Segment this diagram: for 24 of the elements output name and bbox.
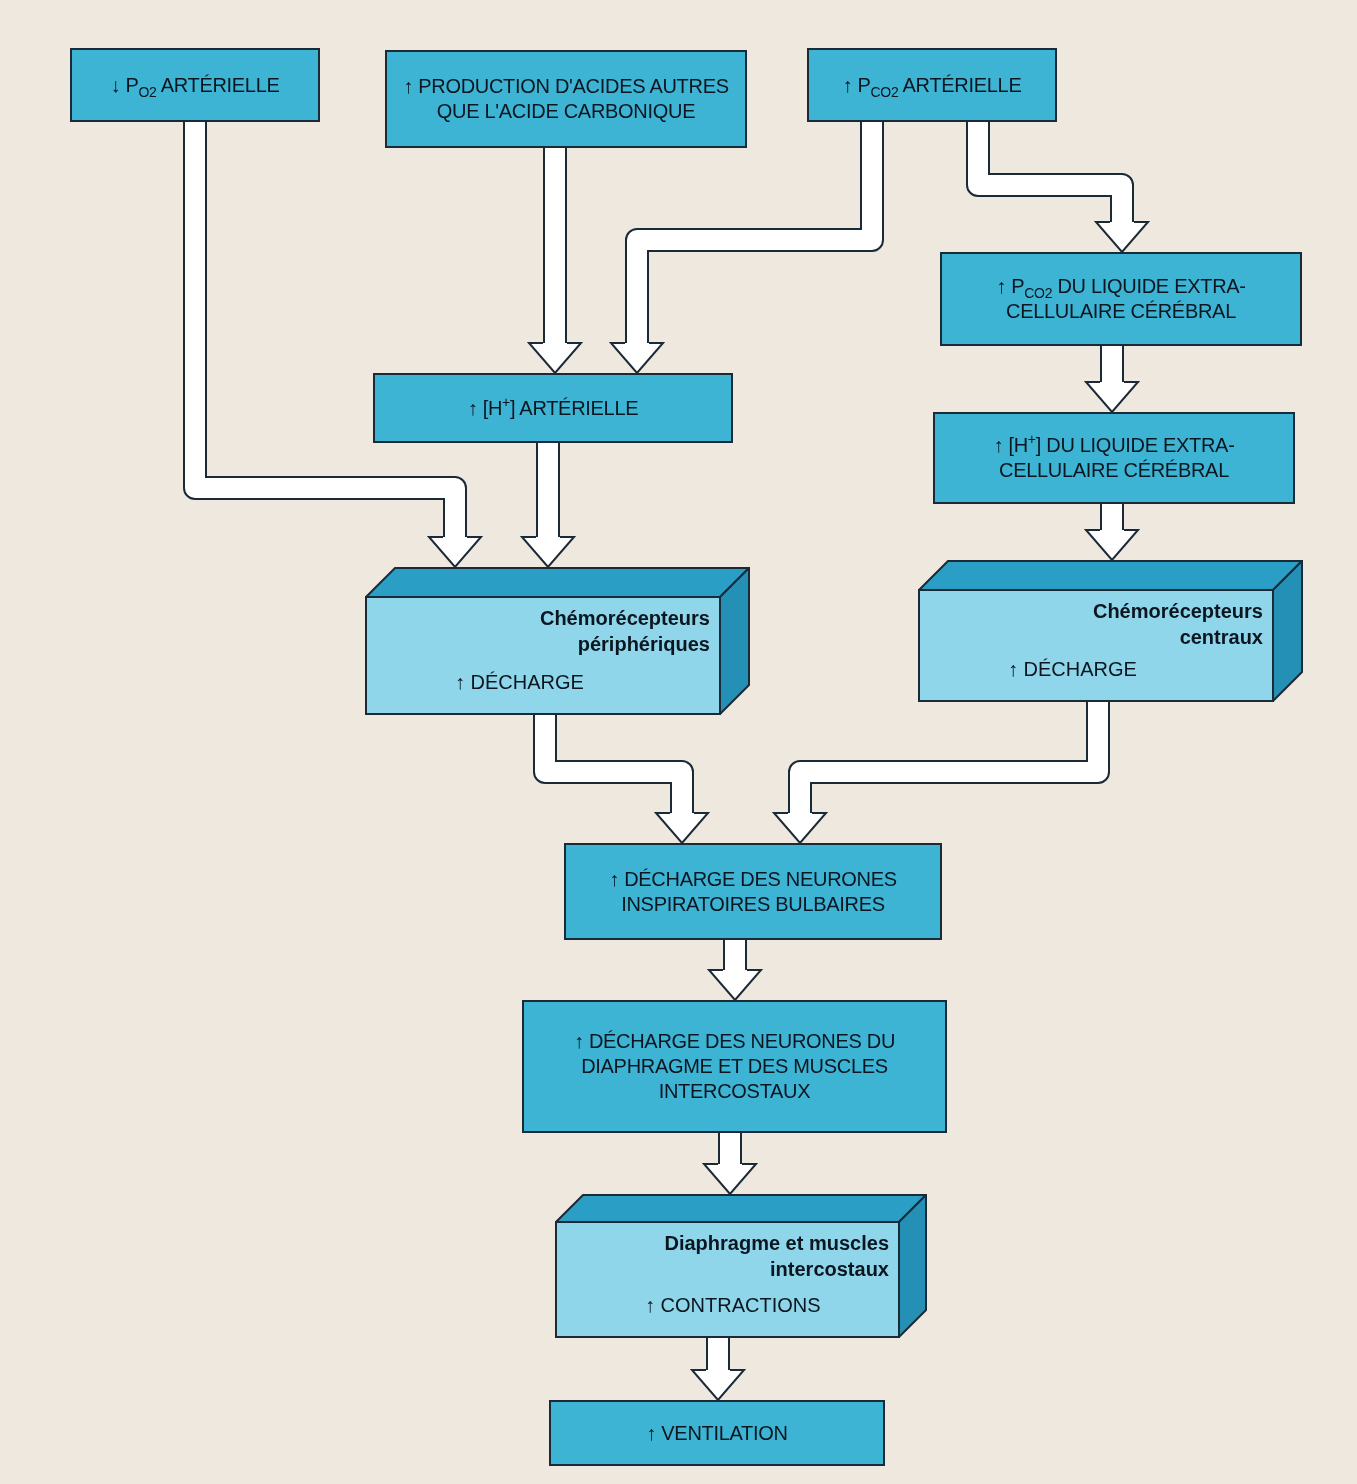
box-text: ↑ P$_{CO2}$ DU LIQUIDE EXTRA-CELLULAIRE CÉRÉBRAL [995, 274, 1247, 324]
box-text: ↓ P$_{O2}$ ARTÉRIELLE [110, 72, 280, 98]
box-text: ↑ PRODUCTION D'ACIDES AUTRES QUE L'ACIDE CARBONIQUE [402, 74, 730, 124]
process-box [940, 252, 1302, 346]
process-box [70, 48, 320, 122]
box-text: ↑ CONTRACTIONS [645, 1294, 821, 1317]
box-heading: Chémorécepteurs centraux [1091, 599, 1263, 650]
process-box [549, 1400, 885, 1466]
box-text: ↑ P$_{CO2}$ ARTÉRIELLE [842, 72, 1022, 98]
box-text: ↑ DÉCHARGE DES NEURONES INSPIRATOIRES BULBAIRES [608, 866, 898, 917]
box-text: ↑ [H$^{+}$] ARTÉRIELLE [467, 395, 639, 421]
box-text: ↑ DÉCHARGE [455, 671, 584, 694]
process-box [807, 48, 1057, 122]
process-box [933, 412, 1295, 504]
box-text: ↑ DÉCHARGE [1008, 658, 1137, 681]
process-box [564, 843, 942, 940]
process-box [522, 1000, 947, 1133]
box-heading: Chémorécepteurs périphériques [538, 606, 710, 657]
box-text: ↑ DÉCHARGE DES NEURONES DU DIAPHRAGME ET DES MUSCLES INTERCOSTAUX [572, 1029, 897, 1104]
box-text: ↑ [H$^{+}$] DU LIQUIDE EXTRA-CELLULAIRE CÉRÉBRAL [992, 433, 1236, 483]
process-box [373, 373, 733, 443]
box-heading: Diaphragme et muscles intercostaux [663, 1231, 889, 1282]
process-box [385, 50, 747, 148]
box-text: ↑ VENTILATION [646, 1420, 788, 1446]
